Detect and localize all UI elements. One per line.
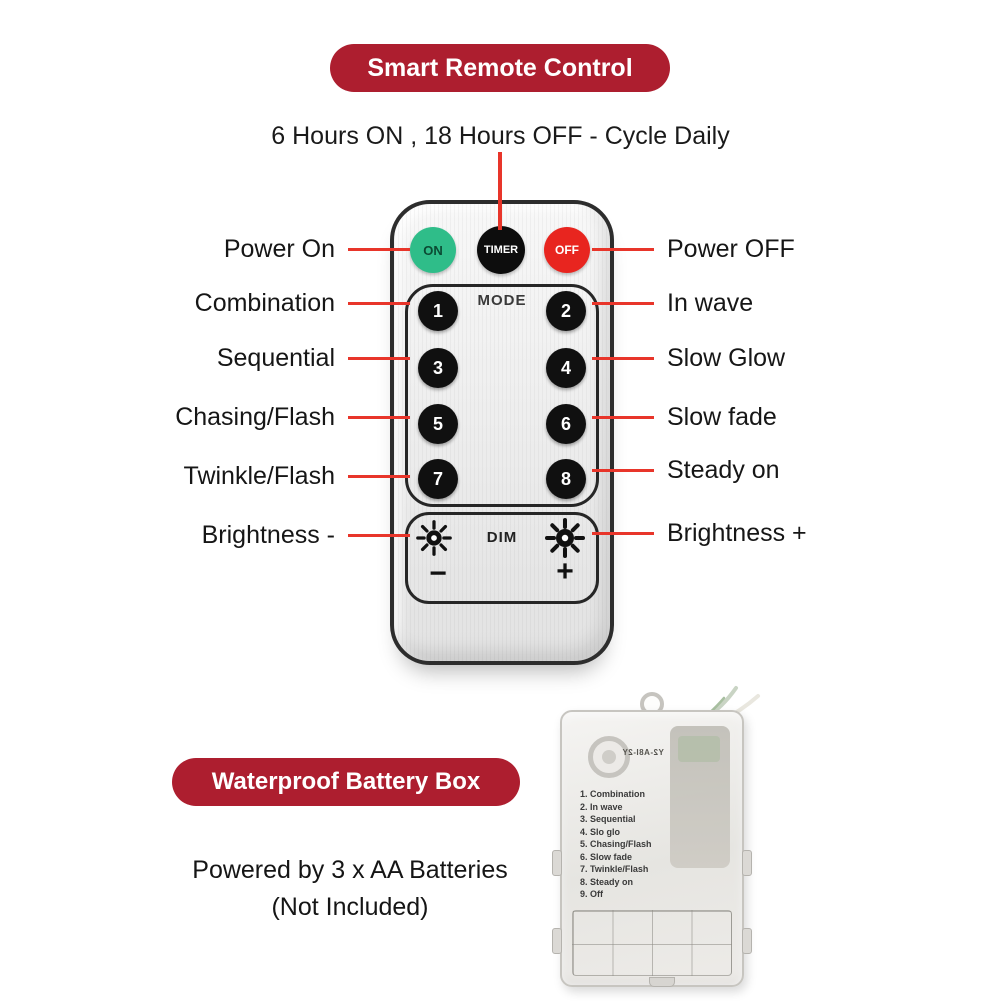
callout-line xyxy=(348,247,410,251)
mode-button-5: 5 xyxy=(418,404,458,444)
callout-line xyxy=(592,301,654,305)
callout-line xyxy=(348,533,410,537)
mode-list: 1. Combination 2. In wave 3. Sequential … xyxy=(580,788,652,901)
timer-subtitle: 6 Hours ON , 18 Hours OFF - Cycle Daily xyxy=(271,122,730,150)
callout-line xyxy=(592,356,654,360)
callout-label: Chasing/Flash xyxy=(175,402,335,431)
on-button: ON xyxy=(410,227,456,273)
callout-line xyxy=(348,356,410,360)
callout-line xyxy=(348,474,410,478)
box-clip xyxy=(742,928,752,954)
mode-button-3: 3 xyxy=(418,348,458,388)
callout-label: Slow fade xyxy=(667,402,777,431)
timer-callout-line xyxy=(498,152,502,230)
model-marking: Y2-A8I-2Y xyxy=(622,748,664,757)
mode-list-item: 8. Steady on xyxy=(580,876,634,887)
callout-in-wave: In wave xyxy=(592,286,1001,320)
mode-list-item: 7. Twinkle/Flash xyxy=(580,864,649,874)
mode-button-2: 2 xyxy=(546,291,586,331)
battery-caption: Powered by 3 x AA Batteries (Not Include… xyxy=(120,852,580,926)
remote-control: ON TIMER OFF MODE 1 2 3 4 5 6 7 8 DIM xyxy=(390,200,614,665)
callout-line xyxy=(592,247,654,251)
battery-box-badge: Waterproof Battery Box xyxy=(172,758,520,806)
callout-label: Brightness - xyxy=(201,520,335,549)
callout-combination: Combination xyxy=(0,286,410,320)
callout-line xyxy=(348,301,410,305)
battery-compartment xyxy=(670,726,730,868)
callout-twinkle-flash: Twinkle/Flash xyxy=(0,459,410,493)
mode-button-6: 6 xyxy=(546,404,586,444)
callout-label: Brightness + xyxy=(667,518,807,547)
mode-button-4: 4 xyxy=(546,348,586,388)
mode-list-item: 5. Chasing/Flash xyxy=(580,839,652,849)
box-clip xyxy=(552,850,562,876)
mode-label: MODE xyxy=(477,292,527,309)
callout-chasing-flash: Chasing/Flash xyxy=(0,400,410,434)
callout-label: Sequential xyxy=(216,343,335,372)
callout-sequential: Sequential xyxy=(0,341,410,375)
callout-label: Power OFF xyxy=(667,234,795,263)
mode-list-item: 4. Slo glo xyxy=(580,826,621,837)
brightness-minus-sun-icon xyxy=(416,520,452,556)
callout-line xyxy=(592,468,654,472)
box-round-button xyxy=(588,736,630,778)
mode-list-item: 2. In wave xyxy=(580,801,623,812)
off-button: OFF xyxy=(544,227,590,273)
callout-line xyxy=(592,415,654,419)
dim-minus-sign: − xyxy=(429,557,447,590)
callout-label: Twinkle/Flash xyxy=(183,461,335,490)
dim-plus-sign: + xyxy=(556,555,574,588)
callout-power-off: Power OFF xyxy=(592,232,1001,266)
battery-grid xyxy=(572,910,732,976)
callout-label: Combination xyxy=(194,288,335,317)
dim-label: DIM xyxy=(486,529,518,546)
callout-steady-on: Steady on xyxy=(592,453,1001,487)
mode-list-item: 3. Sequential xyxy=(580,814,636,824)
callout-label: Power On xyxy=(223,234,335,263)
callout-label: Steady on xyxy=(667,455,780,484)
battery-box-photo: Y2-A8I-2Y 1. Combination 2. In wave 3. S… xyxy=(552,686,760,995)
callout-line xyxy=(348,415,410,419)
battery-caption-line2: (Not Included) xyxy=(271,893,429,921)
callout-label: In wave xyxy=(667,288,754,317)
box-foot-tab xyxy=(649,977,675,987)
mode-list-item: 9. Off xyxy=(580,889,604,899)
callout-label: Slow Glow xyxy=(667,343,786,372)
callout-slow-glow: Slow Glow xyxy=(592,341,1001,375)
mode-panel: MODE xyxy=(405,284,599,507)
callout-line xyxy=(592,531,654,535)
box-clip xyxy=(742,850,752,876)
brightness-plus-sun-icon xyxy=(545,518,585,558)
timer-button: TIMER xyxy=(477,226,525,274)
box-clip xyxy=(552,928,562,954)
smart-remote-badge: Smart Remote Control xyxy=(330,44,670,92)
mode-list-item: 1. Combination xyxy=(580,789,645,799)
dim-panel: DIM − + xyxy=(405,512,599,604)
callout-brightness-minus: Brightness - xyxy=(0,518,410,552)
callout-brightness-plus: Brightness + xyxy=(592,516,1001,550)
mode-button-8: 8 xyxy=(546,459,586,499)
mode-button-1: 1 xyxy=(418,291,458,331)
callout-slow-fade: Slow fade xyxy=(592,400,1001,434)
callout-power-on: Power On xyxy=(0,232,410,266)
battery-box-body: Y2-A8I-2Y 1. Combination 2. In wave 3. S… xyxy=(560,710,744,987)
battery-caption-line1: Powered by 3 x AA Batteries xyxy=(192,856,508,884)
mode-button-7: 7 xyxy=(418,459,458,499)
mode-list-item: 6. Slow fade xyxy=(580,851,633,862)
